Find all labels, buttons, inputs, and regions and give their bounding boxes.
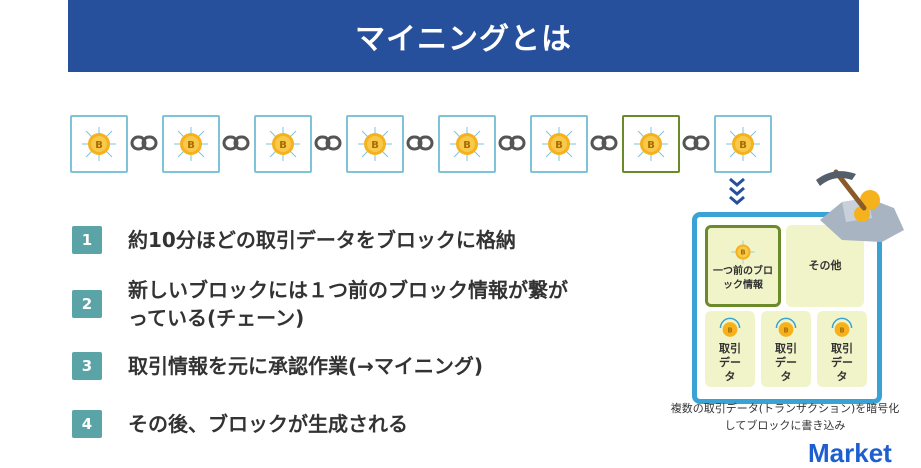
step-text: 約10分ほどの取引データをブロックに格納 — [128, 228, 516, 252]
prev-block-label: 一つ前のブロック情報 — [713, 266, 773, 291]
bitcoin-coin-icon: B — [731, 240, 755, 264]
svg-text:B: B — [371, 140, 379, 151]
panel-caption: 複数の取引データ(トランザクション)を暗号化してブロックに書き込み — [670, 402, 900, 432]
svg-text:B: B — [647, 140, 655, 151]
down-arrows-icon — [729, 177, 745, 205]
chain-link-icon — [498, 135, 526, 151]
block: B — [530, 115, 588, 173]
tx-data-label: 取引データ — [719, 342, 741, 383]
mining-pickaxe-icon — [816, 169, 904, 242]
bitcoin-coin-icon: B — [174, 127, 208, 161]
block: B — [254, 115, 312, 173]
page-title: マイニングとは — [355, 22, 572, 57]
tx-data-cell: B 取引データ — [761, 311, 811, 387]
tx-data-cell: B 取引データ — [817, 311, 867, 387]
tx-data-cell: B 取引データ — [705, 311, 755, 387]
bitcoin-coin-icon: B — [726, 127, 760, 161]
block-previous: B — [622, 115, 680, 173]
bitcoin-coin-icon: B — [831, 317, 853, 337]
bitcoin-coin-icon: B — [82, 127, 116, 161]
block-new: B — [714, 115, 772, 173]
step-item: 3 取引情報を元に承認作業(→マイニング) — [72, 352, 598, 380]
block: B — [346, 115, 404, 173]
step-item: 1 約10分ほどの取引データをブロックに格納 — [72, 226, 598, 254]
step-text: 新しいブロックには１つ前のブロック情報が繋がっている(チェーン) — [128, 278, 568, 330]
step-number-badge: 2 — [72, 290, 102, 318]
step-item: 2 新しいブロックには１つ前のブロック情報が繋がっている(チェーン) — [72, 276, 578, 332]
svg-text:B: B — [95, 140, 103, 151]
svg-text:B: B — [740, 249, 745, 257]
step-number-badge: 3 — [72, 352, 102, 380]
chain-link-icon — [590, 135, 618, 151]
svg-text:B: B — [187, 140, 195, 151]
chain-link-icon — [222, 135, 250, 151]
svg-text:B: B — [555, 140, 563, 151]
block: B — [162, 115, 220, 173]
bitcoin-coin-icon: B — [542, 127, 576, 161]
bitcoin-coin-icon: B — [775, 317, 797, 337]
bitcoin-coin-icon: B — [634, 127, 668, 161]
svg-text:B: B — [783, 326, 788, 334]
tx-data-label: 取引データ — [775, 342, 797, 383]
brand-logo-text: Market — [808, 438, 892, 468]
bitcoin-coin-icon: B — [719, 317, 741, 337]
chain-link-icon — [406, 135, 434, 151]
svg-text:B: B — [739, 140, 747, 151]
step-text: 取引情報を元に承認作業(→マイニング) — [128, 354, 484, 378]
bitcoin-coin-icon: B — [450, 127, 484, 161]
svg-text:B: B — [727, 326, 732, 334]
prev-block-info-cell: B 一つ前のブロック情報 — [705, 225, 781, 307]
chain-link-icon — [682, 135, 710, 151]
block-contents-panel: B 一つ前のブロック情報 その他 B 取引データ B 取引データ B 取引データ — [692, 212, 882, 404]
block: B — [70, 115, 128, 173]
step-number-badge: 4 — [72, 410, 102, 438]
bitcoin-coin-icon: B — [266, 127, 300, 161]
bitcoin-coin-icon: B — [358, 127, 392, 161]
step-number-badge: 1 — [72, 226, 102, 254]
step-item: 4 その後、ブロックが生成される — [72, 410, 598, 438]
block: B — [438, 115, 496, 173]
chain-link-icon — [314, 135, 342, 151]
svg-text:B: B — [839, 326, 844, 334]
tx-data-label: 取引データ — [831, 342, 853, 383]
svg-text:B: B — [463, 140, 471, 151]
svg-text:B: B — [279, 140, 287, 151]
title-banner: マイニングとは — [68, 0, 859, 72]
chain-link-icon — [130, 135, 158, 151]
other-label: その他 — [808, 259, 842, 272]
step-text: その後、ブロックが生成される — [128, 412, 408, 436]
